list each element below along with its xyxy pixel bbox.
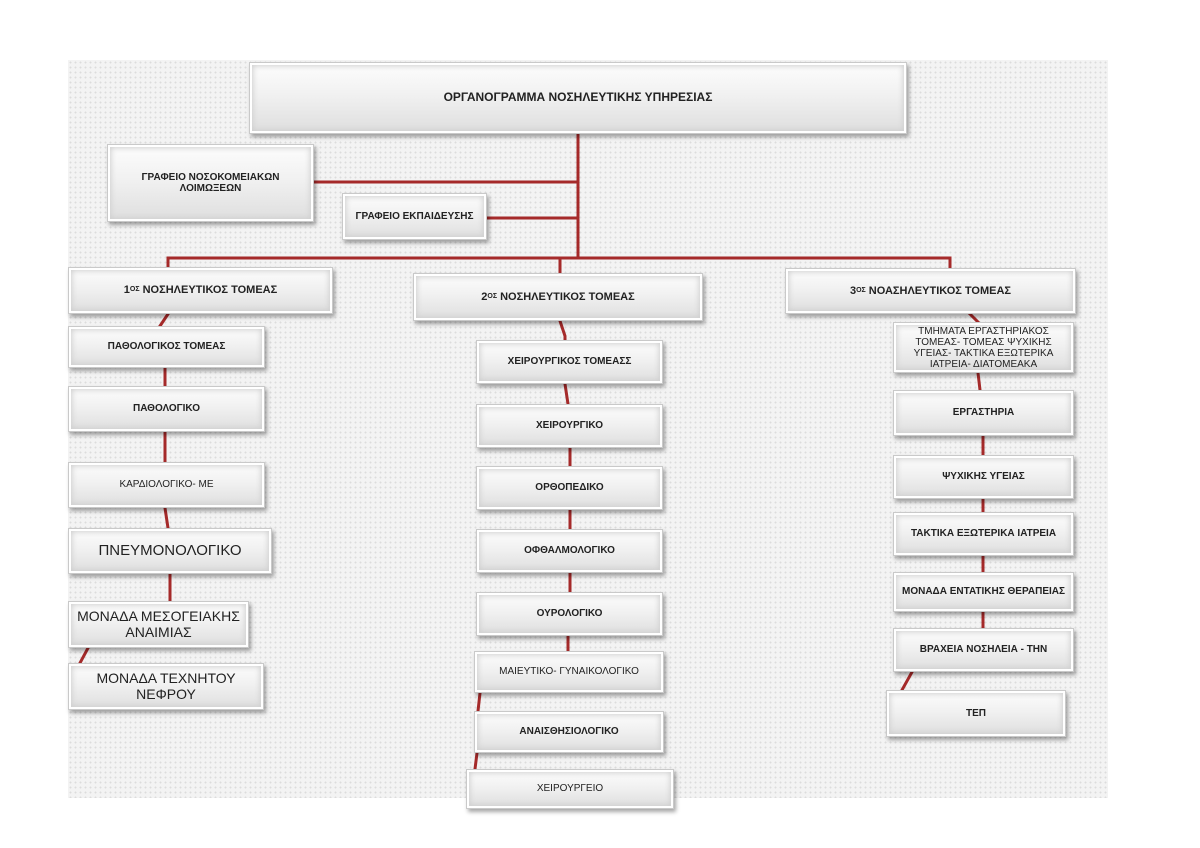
- sector3-sup: ΟΣ: [856, 286, 866, 294]
- sector2-sup: ΟΣ: [487, 292, 498, 300]
- s1-pathology: ΠΑΘΟΛΟΓΙΚΟ: [68, 386, 265, 432]
- s3-icu: ΜΟΝΑΔΑ ΕΝΤΑΤΙΚΗΣ ΘΕΡΑΠΕΙΑΣ: [893, 572, 1074, 612]
- s3-short-stay: ΒΡΑΧΕΙΑ ΝΟΣΗΛΕΙΑ - ΤΗΝ: [893, 628, 1074, 672]
- s3-laboratories: ΕΡΓΑΣΤΗΡΙΑ: [893, 390, 1074, 436]
- s1-pathology-sector: ΠΑΘΟΛΟΓΙΚΟΣ ΤΟΜΕΑΣ: [68, 326, 265, 368]
- s2-ophthalmology: ΟΦΘΑΛΜΟΛΟΓΙΚΟ: [476, 529, 663, 573]
- s3-departments: ΤΜΗΜΑΤΑ ΕΡΓΑΣΤΗΡΙΑΚΟΣ ΤΟΜΕΑΣ- ΤΟΜΕΑΣ ΨΥΧ…: [893, 322, 1074, 373]
- s2-surgical: ΧΕΙΡΟΥΡΓΙΚΟ: [476, 404, 663, 448]
- s1-pneumonology: ΠΝΕΥΜΟΝΟΛΟΓΙΚΟ: [68, 528, 272, 574]
- s2-urology: ΟΥΡΟΛΟΓΙΚΟ: [476, 592, 663, 636]
- s1-dialysis-unit: ΜΟΝΑΔΑ ΤΕΧΝΗΤΟΥ ΝΕΦΡΟΥ: [68, 663, 264, 710]
- s3-emergency: ΤΕΠ: [886, 690, 1066, 737]
- s2-obstetrics-gynecology: ΜΑΙΕΥΤΙΚΟ- ΓΥΝΑΙΚΟΛΟΓΙΚΟ: [474, 651, 664, 693]
- sector3-number: 3: [849, 284, 857, 297]
- s2-operating-room: ΧΕΙΡΟΥΡΓΕΙΟ: [466, 769, 674, 809]
- s2-orthopedic: ΟΡΘΟΠΕΔΙΚΟ: [476, 466, 663, 510]
- sector1-number: 1: [123, 284, 130, 297]
- sector1-sup: ΟΣ: [129, 286, 140, 294]
- training-office-box: ΓΡΑΦΕΙΟ ΕΚΠΑΙΔΕΥΣΗΣ: [342, 193, 487, 240]
- s1-thalassemia-unit: ΜΟΝΑΔΑ ΜΕΣΟΓΕΙΑΚΗΣ ΑΝΑΙΜΙΑΣ: [68, 601, 249, 648]
- sector2-label: ΝΟΣΗΛΕΥΤΙΚΟΣ ΤΟΜΕΑΣ: [500, 290, 635, 303]
- s3-mental-health: ΨΥΧΙΚΗΣ ΥΓΕΙΑΣ: [893, 455, 1074, 499]
- s2-anesthesiology: ΑΝΑΙΣΘΗΣΙΟΛΟΓΙΚΟ: [474, 711, 664, 753]
- s1-cardiology: ΚΑΡΔΙΟΛΟΓΙΚΟ- ΜΕ: [68, 462, 265, 508]
- org-chart-title: ΟΡΓΑΝΟΓΡΑΜΜΑ ΝΟΣΗΛΕΥΤΙΚΗΣ ΥΠΗΡΕΣΙΑΣ: [249, 62, 907, 134]
- sector1-label: ΝΟΣΗΛΕΥΤΙΚΟΣ ΤΟΜΕΑΣ: [142, 284, 278, 297]
- s2-surgical-sector: ΧΕΙΡΟΥΡΓΙΚΟΣ ΤΟΜΕΑΣΣ: [476, 340, 663, 384]
- s3-outpatient-clinics: ΤΑΚΤΙΚΑ ΕΞΩΤΕΡΙΚΑ ΙΑΤΡΕΙΑ: [893, 512, 1074, 556]
- sector3-label: ΝΟΑΣΗΛΕΥΤΙΚΟΣ ΤΟΜΕΑΣ: [868, 284, 1012, 297]
- infections-office-box: ΓΡΑΦΕΙΟ ΝΟΣΟΚΟΜΕΙΑΚΩΝ ΛΟΙΜΩΞΕΩΝ: [107, 144, 314, 222]
- sector2-number: 2: [481, 290, 488, 303]
